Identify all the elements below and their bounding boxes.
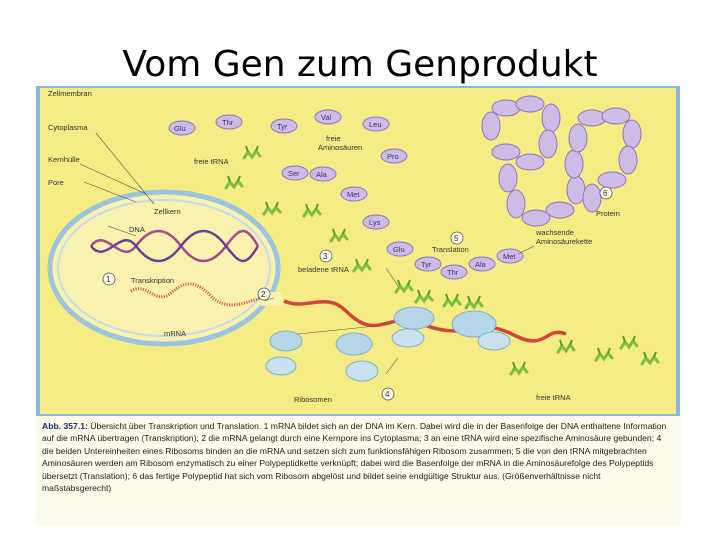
nuclear-envelope-outer <box>47 189 281 347</box>
step-number-5: 5 <box>454 234 459 243</box>
step-number-6: 6 <box>603 189 608 198</box>
aa-glu-1: Glu <box>174 124 186 133</box>
caption-text: Übersicht über Transkription und Transla… <box>42 421 667 494</box>
ribosome-small-1 <box>391 328 425 348</box>
label-dna: DNA <box>129 225 145 234</box>
aa-glu-2: Glu <box>393 245 405 254</box>
label-freie-aminosaeuren-2: Aminosäuren <box>318 143 362 152</box>
label-translation: Translation <box>432 245 469 254</box>
ribosome-large-2 <box>451 310 497 338</box>
label-protein: Protein <box>596 209 620 218</box>
step-marker-5 <box>450 231 464 245</box>
label-pore: Pore <box>48 178 64 187</box>
ribosome-large-1 <box>393 306 435 330</box>
step-number-4: 4 <box>385 390 390 399</box>
label-zellmembran: Zellmembran <box>48 89 92 98</box>
slide-title: Vom Gen zum Genprodukt <box>122 44 598 85</box>
dna-strand-2 <box>90 229 260 263</box>
ribosome-free-3 <box>265 356 297 376</box>
ribosome-free-1 <box>269 330 303 352</box>
ribosome-free-2 <box>335 332 373 356</box>
aa-val: Val <box>321 113 332 122</box>
aa-ala-1: Ala <box>316 170 328 179</box>
label-freie-aminosaeuren-1: freie <box>326 134 341 143</box>
aa-leu: Leu <box>369 120 382 129</box>
label-wachsende-2: Aminosäurekette <box>536 237 592 246</box>
aa-tyr-1: Tyr <box>277 122 288 131</box>
step-number-1: 1 <box>106 275 111 284</box>
aa-met-2: Met <box>503 252 516 261</box>
step-number-3: 3 <box>323 252 328 261</box>
leader-lines <box>79 132 535 375</box>
step-marker-1 <box>102 272 116 286</box>
label-freie-trna-1: freie tRNA <box>194 157 229 166</box>
label-beladene-trna: beladene tRNA <box>298 265 349 274</box>
label-cytoplasma: Cytoplasma <box>48 123 88 132</box>
cell-membrane <box>36 86 680 416</box>
protein-chain <box>481 95 642 227</box>
step-marker-6 <box>599 186 613 200</box>
step-marker-2 <box>257 287 271 301</box>
aa-thr-2: Thr <box>447 268 459 277</box>
step-marker-3 <box>319 249 333 263</box>
label-wachsende-1: wachsende <box>535 228 574 237</box>
caption-abbr: Abb. 357.1: <box>42 421 88 431</box>
mrna-strand-nucleus <box>130 282 262 307</box>
label-mrna: mRNA <box>164 329 186 338</box>
label-ribosomen: Ribosomen <box>294 395 332 404</box>
aa-lys: Lys <box>369 218 381 227</box>
step-marker-4 <box>381 387 395 401</box>
nuclear-envelope-inner <box>57 199 271 337</box>
label-transkription: Transkription <box>131 276 174 285</box>
aa-tyr-2: Tyr <box>421 260 432 269</box>
aa-thr-1: Thr <box>222 118 234 127</box>
step-number-2: 2 <box>261 290 266 299</box>
ribosome-free-4 <box>345 360 379 382</box>
figure: Glu Thr Tyr Val Leu Pro Ser Ala Met Lys … <box>36 86 681 526</box>
label-zellkern: Zellkern <box>154 207 181 216</box>
label-freie-trna-2: freie tRNA <box>536 393 571 402</box>
aa-ser: Ser <box>288 169 300 178</box>
aa-ala-2: Ala <box>475 260 487 269</box>
label-kernhuelle: Kernhülle <box>48 155 80 164</box>
aa-met-1: Met <box>347 190 360 199</box>
figure-caption: Abb. 357.1: Übersicht über Transkription… <box>42 420 672 494</box>
diagram: Glu Thr Tyr Val Leu Pro Ser Ala Met Lys … <box>36 86 680 416</box>
aa-pro: Pro <box>387 152 399 161</box>
ribosome-small-2 <box>477 331 511 351</box>
